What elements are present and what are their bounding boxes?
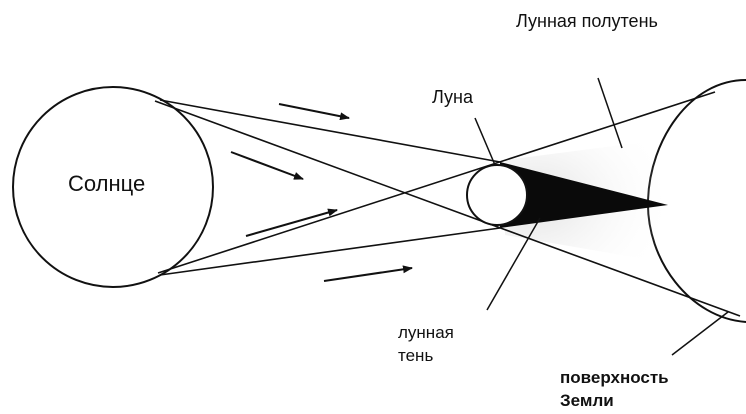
light-arrow: [230, 151, 304, 180]
leader-moon: [474, 117, 496, 166]
lunar-penumbra-label: Лунная полутень: [516, 11, 658, 31]
ray-bottom-to-earth-top: [157, 91, 716, 274]
moon-circle: [466, 164, 528, 226]
lunar-shadow-label-line-2: тень: [398, 346, 434, 365]
leader-penumbra: [597, 77, 623, 149]
leader-lunar-shadow: [486, 217, 541, 311]
lunar-shadow-label: лунная тень: [398, 321, 454, 367]
moon-label: Луна: [432, 87, 473, 107]
leader-earth-surface: [671, 311, 729, 356]
earth-surface-label-line-2: Земли: [560, 391, 614, 410]
lunar-umbra-cone: [500, 162, 668, 228]
earth-surface-label: поверхность Земли: [560, 366, 669, 412]
earth-surface-arc: [646, 79, 746, 323]
sun-circle: [12, 86, 214, 288]
light-arrow: [323, 265, 413, 282]
light-arrow: [245, 208, 338, 237]
ray-bottom-outer: [159, 227, 501, 276]
light-arrow: [278, 103, 350, 121]
ray-top-to-earth-bottom: [154, 100, 741, 317]
sun-label: Солнце: [68, 171, 146, 196]
lunar-shadow-label-line-1: лунная: [398, 323, 454, 342]
ray-top-outer: [159, 99, 501, 163]
earth-surface-label-line-1: поверхность: [560, 368, 669, 387]
